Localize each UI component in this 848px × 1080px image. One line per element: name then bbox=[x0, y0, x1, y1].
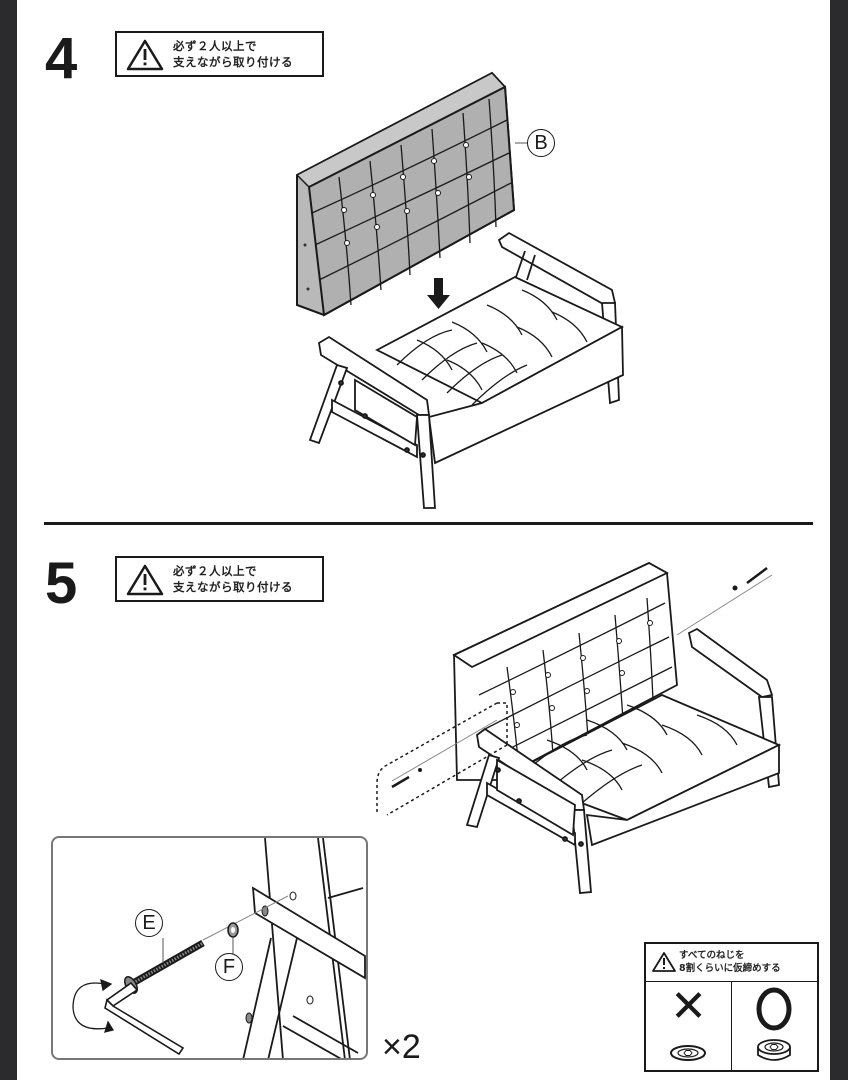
bolt-right bbox=[746, 567, 768, 584]
note-text: すべてのねじを 8割くらいに仮締めする bbox=[679, 949, 781, 975]
step-5-illustration bbox=[347, 561, 782, 894]
step-4-number: 4 bbox=[45, 26, 78, 91]
flush-bolt-icon bbox=[670, 1045, 706, 1061]
warning-triangle-icon bbox=[126, 39, 164, 71]
note-wrong-column: ✕ bbox=[646, 981, 732, 1070]
step-4-illustration bbox=[295, 71, 624, 509]
raised-bolt-icon bbox=[757, 1039, 791, 1061]
note-line-2: 8割くらいに仮締めする bbox=[679, 963, 781, 974]
washer-f-icon bbox=[227, 922, 239, 938]
right-mark-icon bbox=[756, 987, 792, 1031]
instruction-page: 4 必ず２人以上で 支えながら取り付ける bbox=[17, 0, 830, 1080]
warning-triangle-icon bbox=[652, 952, 676, 972]
tightening-note-table: すべてのねじを 8割くらいに仮締めする ✕ bbox=[644, 942, 819, 1072]
part-label-b: B bbox=[527, 129, 555, 157]
part-label-f: F bbox=[215, 953, 243, 981]
warning-line-1: 必ず２人以上で bbox=[173, 564, 257, 578]
wrong-mark-icon: ✕ bbox=[670, 982, 707, 1031]
detail-inset bbox=[51, 836, 368, 1060]
warning-triangle-icon bbox=[126, 564, 164, 596]
backrest-panel-b bbox=[295, 71, 516, 317]
step-5-warning-box: 必ず２人以上で 支えながら取り付ける bbox=[115, 556, 324, 602]
part-label-e: E bbox=[135, 909, 163, 937]
sofa-seat-frame bbox=[308, 231, 624, 509]
note-line-1: すべてのねじを bbox=[679, 950, 745, 961]
quantity-multiplier: ×2 bbox=[382, 1028, 421, 1066]
step-divider bbox=[44, 522, 813, 525]
down-arrow-icon bbox=[427, 278, 450, 309]
step-5-number: 5 bbox=[45, 551, 78, 616]
step-5-warning-text: 必ず２人以上で 支えながら取り付ける bbox=[173, 563, 293, 595]
hex-key-icon bbox=[104, 981, 185, 1056]
warning-line-2: 支えながら取り付ける bbox=[173, 55, 293, 69]
warning-line-1: 必ず２人以上で bbox=[173, 39, 257, 53]
detail-illustration bbox=[72, 838, 366, 1058]
step-4-warning-box: 必ず２人以上で 支えながら取り付ける bbox=[115, 31, 324, 77]
rotate-arrow-icon bbox=[72, 978, 115, 1033]
note-header: すべてのねじを 8割くらいに仮締めする bbox=[646, 944, 817, 982]
step-4-warning-text: 必ず２人以上で 支えながら取り付ける bbox=[173, 38, 293, 70]
warning-line-2: 支えながら取り付ける bbox=[173, 580, 293, 594]
note-right-column bbox=[732, 981, 817, 1070]
